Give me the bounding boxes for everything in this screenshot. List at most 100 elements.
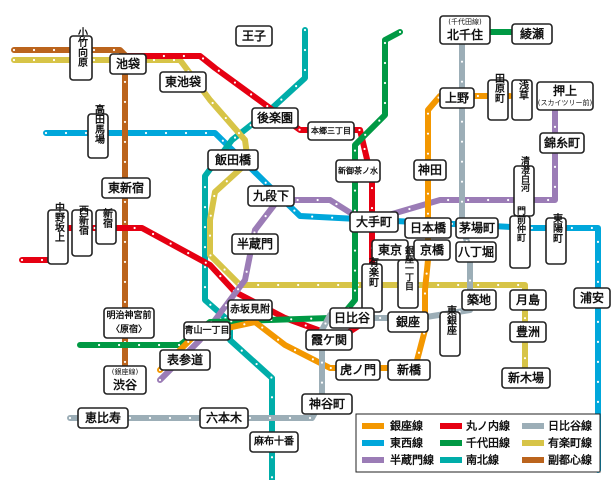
legend: 銀座線 丸ノ内線 日比谷線 東西線 千代田線 有楽町線 半蔵門線 南北線	[355, 413, 601, 473]
legend-item-tozai: 東西線	[362, 436, 423, 450]
station-nihombashi[interactable]: 日本橋	[404, 217, 452, 239]
station-toyocho[interactable]: 東陽町	[545, 212, 567, 265]
station-ginza[interactable]: 銀座	[387, 311, 429, 333]
svg-text:日本橋: 日本橋	[410, 220, 447, 235]
station-takadanobaba[interactable]: 高田馬場	[87, 103, 109, 159]
station-oshiage[interactable]: 押上 (スカイツリー前)	[536, 81, 594, 111]
svg-text:東京: 東京	[378, 242, 402, 257]
station-azabujuban[interactable]: 麻布十番	[249, 431, 299, 453]
svg-text:押上: 押上	[553, 83, 577, 98]
svg-text:渋谷: 渋谷	[113, 377, 138, 392]
station-hongo[interactable]: 本郷三丁目	[307, 121, 355, 141]
svg-text:門前仲町: 門前仲町	[515, 206, 526, 243]
station-hibiya[interactable]: 日比谷	[329, 307, 375, 329]
station-hanzomon[interactable]: 半蔵門	[231, 233, 279, 255]
station-aoyama[interactable]: 青山一丁目	[183, 321, 231, 341]
station-yurakucho[interactable]: 有楽町	[361, 256, 383, 313]
svg-text:八丁堀: 八丁堀	[457, 244, 494, 259]
station-korakuen[interactable]: 後楽園	[251, 107, 299, 129]
svg-text:南北線: 南北線	[466, 453, 499, 467]
legend-item-fukutoshin: 副都心線	[522, 453, 592, 467]
line-fukutoshin	[11, 47, 128, 383]
station-hatchobori[interactable]: 八丁堀	[455, 241, 497, 263]
station-nishishinjuku[interactable]: 西新宿	[71, 205, 93, 257]
svg-text:西新宿: 西新宿	[77, 205, 89, 236]
svg-text:飯田橋: 飯田橋	[214, 152, 252, 167]
station-kanda[interactable]: 神田	[413, 159, 447, 181]
svg-text:大手町: 大手町	[356, 214, 392, 229]
station-kayabacho[interactable]: 茅場町	[455, 217, 499, 239]
station-ueno[interactable]: 上野	[439, 87, 475, 109]
station-omotesando[interactable]: 表参道	[159, 349, 211, 371]
line-tozai	[43, 130, 601, 473]
svg-text:千代田線: 千代田線	[466, 436, 510, 450]
station-tokyo[interactable]: 東京	[371, 239, 409, 261]
station-kyobashi[interactable]: 京橋	[413, 239, 451, 261]
station-shibuya[interactable]: (銀座線) 渋谷	[103, 365, 147, 395]
station-kinshicho[interactable]: 錦糸町	[539, 132, 585, 154]
svg-text:東池袋: 東池袋	[165, 74, 202, 89]
station-monzennakacho[interactable]: 門前仲町	[509, 206, 531, 269]
svg-text:本郷三丁目: 本郷三丁目	[310, 126, 351, 136]
svg-text:錦糸町: 錦糸町	[543, 135, 580, 150]
svg-text:赤坂見附: 赤坂見附	[230, 303, 270, 316]
station-akasakamitsuke[interactable]: 赤坂見附	[227, 299, 273, 321]
svg-text:清澄白河: 清澄白河	[519, 155, 530, 193]
station-kotake[interactable]: 小竹向原	[69, 26, 93, 81]
line-namboku	[202, 27, 308, 480]
station-meijijingumae[interactable]: 明治神宮前 〈原宿〉	[103, 307, 155, 339]
svg-text:豊洲: 豊洲	[516, 324, 540, 339]
station-higashiikebukuro[interactable]: 東池袋	[159, 71, 207, 93]
station-tsukiji[interactable]: 築地	[461, 289, 497, 311]
station-kitasenju[interactable]: (千代田線) 北千住	[439, 15, 491, 45]
station-otemachi[interactable]: 大手町	[349, 211, 399, 233]
svg-text:銀座一丁目: 銀座一丁目	[403, 244, 415, 291]
station-higashiginza[interactable]: 東銀座	[439, 304, 461, 357]
svg-text:丸ノ内線: 丸ノ内線	[465, 419, 510, 433]
svg-text:池袋: 池袋	[116, 56, 141, 71]
station-higashishinjuku[interactable]: 東新宿	[101, 177, 151, 199]
station-ginzaitchome[interactable]: 銀座一丁目	[397, 244, 419, 309]
station-shimbashi[interactable]: 新橋	[387, 359, 431, 381]
svg-text:東西線: 東西線	[390, 436, 423, 450]
svg-text:日比谷線: 日比谷線	[548, 419, 592, 433]
station-shinkiba[interactable]: 新木場	[501, 367, 551, 389]
svg-text:銀座線: 銀座線	[390, 419, 423, 433]
station-asakusa[interactable]: 浅草	[511, 79, 533, 121]
station-tsukishima[interactable]: 月島	[509, 289, 547, 311]
station-kasumigaseki[interactable]: 霞ケ関	[305, 329, 353, 351]
svg-text:高田馬場: 高田馬場	[93, 103, 105, 145]
station-toyosu[interactable]: 豊洲	[509, 321, 547, 343]
station-ebisu[interactable]: 恵比寿	[77, 407, 129, 429]
svg-text:新木場: 新木場	[508, 370, 544, 385]
station-urayasu[interactable]: 浦安	[573, 287, 611, 309]
svg-text:神田: 神田	[418, 162, 442, 177]
svg-text:表参道: 表参道	[166, 352, 203, 367]
svg-text:月島: 月島	[515, 292, 540, 307]
station-shinochanomizu[interactable]: 新御茶ノ水	[335, 159, 381, 183]
svg-text:日比谷: 日比谷	[334, 310, 371, 325]
legend-item-yurakucho: 有楽町線	[522, 436, 592, 450]
svg-text:九段下: 九段下	[252, 188, 289, 203]
svg-text:恵比寿: 恵比寿	[85, 410, 121, 425]
station-kudanshita[interactable]: 九段下	[247, 185, 295, 207]
station-tawaramachi[interactable]: 田原町	[487, 73, 509, 121]
station-roppongi[interactable]: 六本木	[199, 407, 249, 429]
legend-item-hibiya: 日比谷線	[522, 419, 592, 433]
station-oji[interactable]: 王子	[235, 25, 273, 47]
station-ikebukuro[interactable]: 池袋	[109, 53, 147, 75]
station-nakanosakaue[interactable]: 中野坂上	[47, 201, 69, 265]
station-iidabashi[interactable]: 飯田橋	[207, 149, 259, 171]
station-shinjuku[interactable]: 新宿	[95, 207, 117, 245]
station-ayase[interactable]: 綾瀬	[511, 23, 553, 45]
svg-text:神谷町: 神谷町	[309, 396, 345, 411]
legend-item-marunouchi: 丸ノ内線	[440, 419, 510, 433]
station-kamiyacho[interactable]: 神谷町	[301, 393, 353, 415]
station-toranomon[interactable]: 虎ノ門	[335, 359, 381, 381]
svg-text:新御茶ノ水: 新御茶ノ水	[338, 166, 379, 176]
svg-text:(千代田線): (千代田線)	[448, 17, 482, 26]
svg-text:麻布十番: 麻布十番	[253, 435, 295, 448]
legend-item-ginza: 銀座線	[362, 419, 423, 433]
